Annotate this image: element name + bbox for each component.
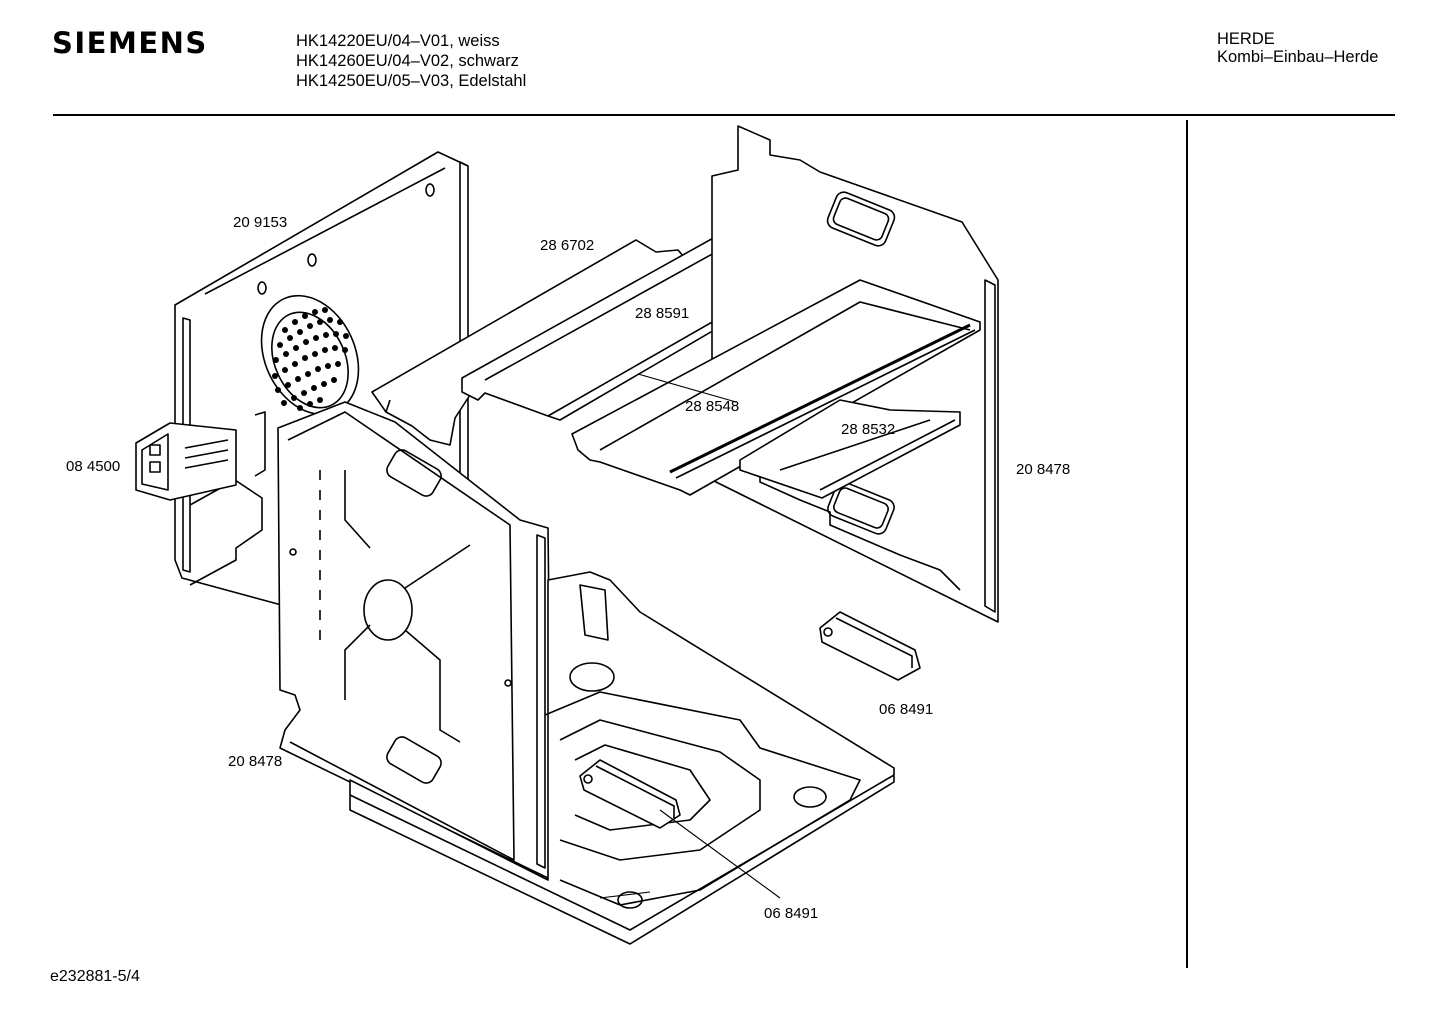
clip-right-drawing [819,611,921,681]
middle-rail-drawing [571,279,981,496]
bottom-tray-drawing [349,571,895,945]
category-title: HERDE [1217,30,1275,48]
label-right-side-panel: 20 8478 [1016,461,1070,478]
lower-rail-drawing [739,399,961,499]
clip-bottom-drawing [579,759,681,829]
label-connector: 08 4500 [66,458,120,475]
leader-lines [599,373,781,899]
model-line: HK14260EU/04–V02, schwarz [296,52,519,70]
model-line: HK14250EU/05–V03, Edelstahl [296,72,527,90]
brand-logo: SIEMENS [52,26,208,60]
label-upper-rail: 28 8591 [635,305,689,322]
label-clip-right: 06 8491 [879,701,933,718]
model-list: HK14220EU/04–V01, weiss HK14260EU/04–V02… [296,31,526,91]
category-subtitle: Kombi–Einbau–Herde [1217,48,1379,66]
label-lower-rail: 28 8532 [841,421,895,438]
model-line: HK14220EU/04–V01, weiss [296,32,500,50]
header-divider [53,114,1395,116]
label-clip-bottom: 06 8491 [764,905,818,922]
category-block: HERDE Kombi–Einbau–Herde [1217,30,1378,66]
label-top-panel: 28 6702 [540,237,594,254]
connector-drawing [135,422,237,501]
side-divider [1186,120,1188,968]
label-rear-panel: 20 9153 [233,214,287,231]
document-id: e232881-5/4 [50,968,140,985]
label-left-side-panel: 20 8478 [228,753,282,770]
label-middle-rail: 28 8548 [685,398,739,415]
left-side-panel-drawing [277,401,553,881]
